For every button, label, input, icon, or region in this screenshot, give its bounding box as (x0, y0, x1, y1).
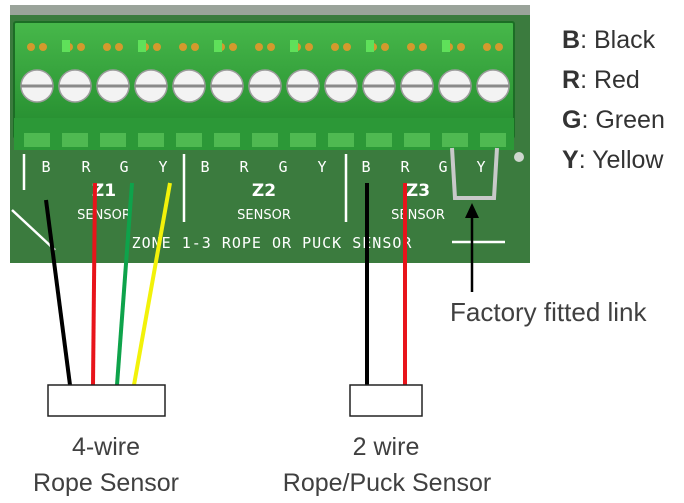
wire-black-4wire (44, 199, 72, 386)
terminal-tab (138, 133, 164, 147)
contact-dot (381, 43, 389, 51)
led-indicator (138, 40, 146, 52)
pcb-top-strip (10, 5, 530, 15)
contact-dot (229, 43, 237, 51)
terminal-tab (442, 133, 468, 147)
terminal-tab (290, 133, 316, 147)
led-indicator (366, 40, 374, 52)
wire-red-4wire (91, 182, 97, 386)
silkscreen-diagonal (11, 209, 56, 251)
pin-label: B (361, 158, 370, 176)
sensor-label-4wire-line2: Rope Sensor (33, 469, 179, 497)
terminal-tab (24, 133, 50, 147)
led-indicator (290, 40, 298, 52)
sensor-label-4wire-line1: 4-wire (71, 433, 141, 461)
contact-dot (305, 43, 313, 51)
contact-dot (115, 43, 123, 51)
contact-dot (153, 43, 161, 51)
pin-label: R (239, 158, 249, 176)
legend-key: Y (562, 146, 579, 174)
pin-label: G (278, 158, 287, 176)
terminal-tab (100, 133, 126, 147)
contact-dot (457, 43, 465, 51)
legend-key: G (562, 106, 582, 134)
wire-yellow-4wire (132, 182, 172, 386)
legend-key: B (562, 26, 581, 54)
terminal-tab (214, 133, 240, 147)
contact-dot (495, 43, 503, 51)
led-indicator (214, 40, 222, 52)
sensor-box-2wire (349, 384, 423, 417)
contact-dot (407, 43, 415, 51)
terminal-tab (328, 133, 354, 147)
legend-key: R (562, 66, 581, 94)
pin-label: G (119, 158, 128, 176)
pin-label: Y (158, 158, 167, 176)
led-indicator (62, 40, 70, 52)
legend-name: Red (593, 66, 640, 94)
zone-id-label: Z1 (92, 181, 116, 201)
contact-dot (343, 43, 351, 51)
contact-dot (483, 43, 491, 51)
legend-name: Black (593, 26, 656, 54)
zone-sensor-label: SENSOR (237, 208, 291, 223)
contact-dot (191, 43, 199, 51)
terminal-screws (20, 40, 510, 147)
link-arrow-head (465, 203, 479, 218)
legend-name: Green (595, 106, 665, 134)
contact-dot (331, 43, 339, 51)
contact-dot (39, 43, 47, 51)
terminal-tab (404, 133, 430, 147)
contact-dot (255, 43, 263, 51)
pin-label: G (438, 158, 447, 176)
legend-item-black: B: Black (562, 26, 656, 54)
zone-sensor-label: SENSOR (391, 208, 445, 223)
pin-label: R (81, 158, 91, 176)
terminal-tab (252, 133, 278, 147)
contact-dot (103, 43, 111, 51)
terminal-tab (480, 133, 506, 147)
contact-dot (179, 43, 187, 51)
zone-sensor-label: SENSOR (77, 208, 131, 223)
pin-label: B (200, 158, 209, 176)
led-indicator (442, 40, 450, 52)
factory-link (450, 147, 499, 200)
pin-label: R (400, 158, 410, 176)
pin-label: Y (317, 158, 326, 176)
pcb-hole (514, 152, 524, 162)
wire-green-4wire (115, 182, 134, 386)
sensor-label-2wire-line2: Rope/Puck Sensor (282, 469, 492, 497)
legend-item-red: R: Red (562, 66, 640, 94)
legend-item-yellow: Y: Yellow (562, 146, 664, 174)
legend-item-green: G: Green (562, 106, 665, 134)
terminal-tab (176, 133, 202, 147)
zone-id-label: Z2 (252, 181, 276, 201)
pin-label: Y (476, 158, 485, 176)
contact-dot (77, 43, 85, 51)
sensor-label-2wire-line1: 2 wire (352, 433, 420, 461)
terminal-tab (366, 133, 392, 147)
contact-dot (267, 43, 275, 51)
sensor-box-4wire (47, 384, 166, 417)
board-bottom-text: ZONE 1-3 ROPE OR PUCK SENSOR (132, 234, 413, 252)
contact-dot (27, 43, 35, 51)
pin-label: B (41, 158, 50, 176)
link-label: Factory fitted link (450, 297, 647, 327)
terminal-tab (62, 133, 88, 147)
zone-id-label: Z3 (406, 181, 430, 201)
color-legend: B: Black R: Red G: Green Y: Yellow (562, 20, 682, 180)
legend-name: Yellow (592, 146, 664, 174)
contact-dot (419, 43, 427, 51)
